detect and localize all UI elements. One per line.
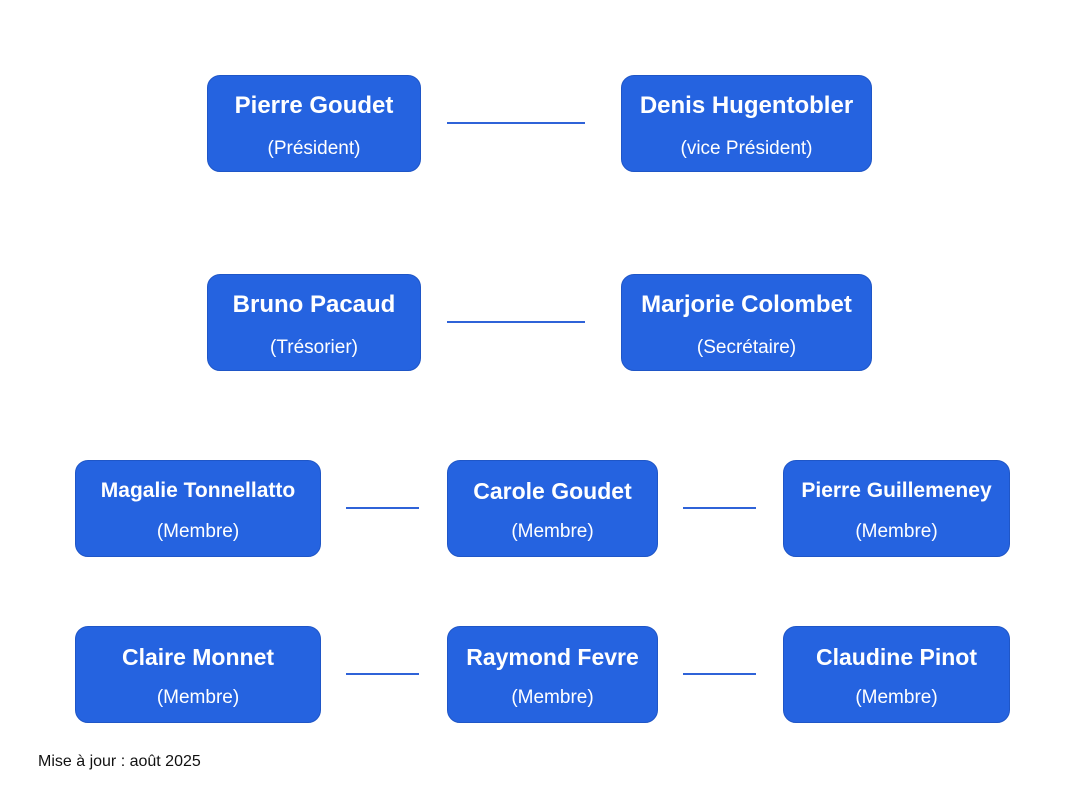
connector-line: [447, 122, 585, 124]
node-name: Raymond Fevre: [466, 644, 639, 670]
node-name: Magalie Tonnellatto: [100, 479, 296, 502]
node-name: Claudine Pinot: [816, 644, 977, 670]
node-name: Pierre Guillemeney: [801, 479, 992, 502]
update-date-note: Mise à jour : août 2025: [38, 753, 201, 770]
node-role: (Membre): [511, 687, 594, 708]
node-name: Carole Goudet: [473, 478, 632, 504]
connector-line: [346, 673, 419, 675]
node-name: Pierre Goudet: [234, 92, 394, 119]
node-name: Denis Hugentobler: [639, 92, 854, 119]
node-carole-goudet: Carole Goudet (Membre): [447, 460, 658, 557]
node-role: (Membre): [855, 687, 938, 708]
node-pierre-guillemeney: Pierre Guillemeney (Membre): [783, 460, 1010, 557]
node-name: Claire Monnet: [121, 644, 275, 670]
node-pierre-goudet: Pierre Goudet (Président): [207, 75, 421, 172]
node-role: (Membre): [511, 521, 594, 542]
node-name: Marjorie Colombet: [641, 291, 852, 318]
node-claire-monnet: Claire Monnet (Membre): [75, 626, 321, 723]
node-bruno-pacaud: Bruno Pacaud (Trésorier): [207, 274, 421, 371]
node-name: Bruno Pacaud: [232, 291, 396, 318]
node-role: (Membre): [156, 687, 240, 708]
connector-line: [683, 673, 756, 675]
node-marjorie-colombet: Marjorie Colombet (Secrétaire): [621, 274, 872, 371]
node-claudine-pinot: Claudine Pinot (Membre): [783, 626, 1010, 723]
node-role: (Secrétaire): [696, 337, 797, 358]
connector-line: [346, 507, 419, 509]
node-magalie-tonnellatto: Magalie Tonnellatto (Membre): [75, 460, 321, 557]
node-role: (Membre): [156, 521, 240, 542]
connector-line: [447, 321, 585, 323]
node-denis-hugentobler: Denis Hugentobler (vice Président): [621, 75, 872, 172]
node-role: (Président): [267, 138, 361, 159]
connector-line: [683, 507, 756, 509]
node-role: (vice Président): [680, 138, 813, 159]
node-role: (Membre): [855, 521, 938, 542]
node-raymond-fevre: Raymond Fevre (Membre): [447, 626, 658, 723]
node-role: (Trésorier): [270, 337, 358, 358]
